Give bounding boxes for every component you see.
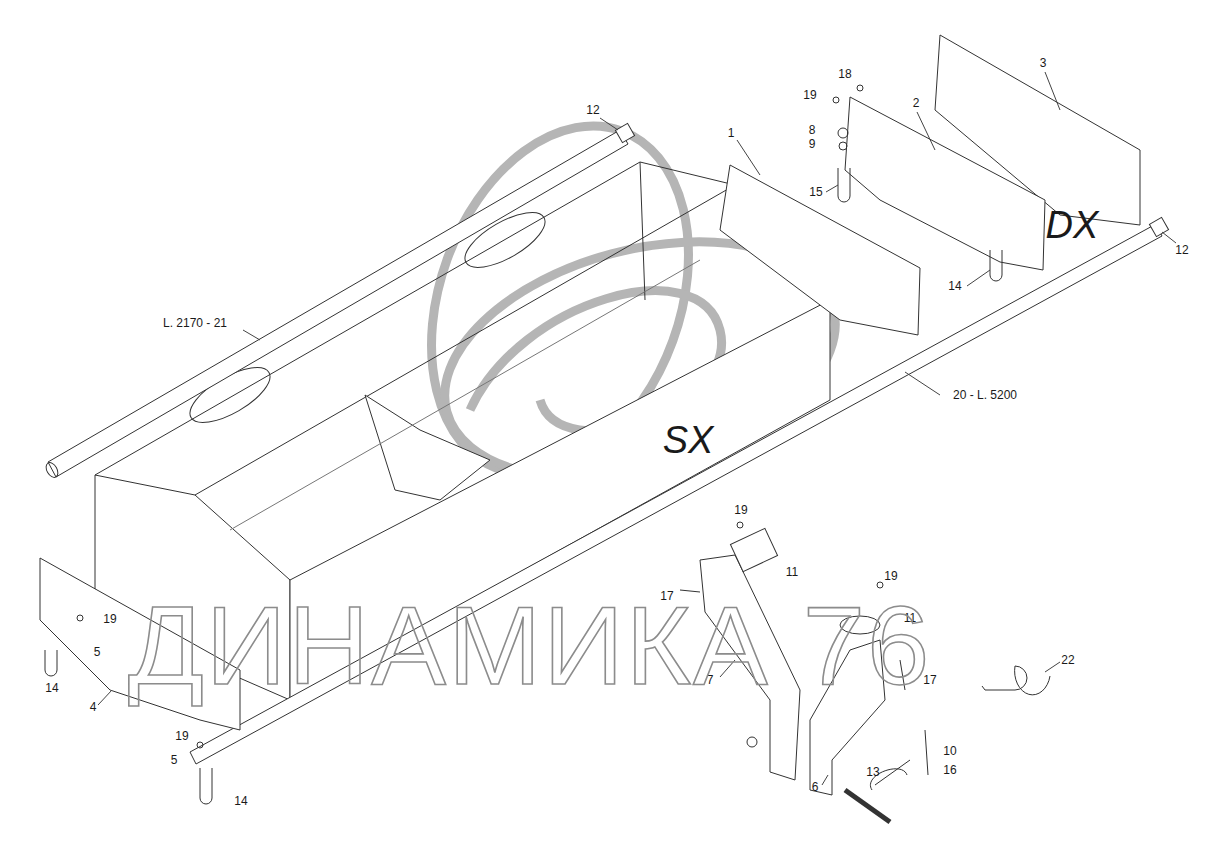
callout-number: 11 [786, 566, 798, 578]
callout-number: 19 [103, 613, 116, 625]
callout-number: 18 [838, 68, 851, 80]
hardware [45, 85, 1050, 804]
callout-number: 15 [809, 186, 822, 198]
callout-number: 19 [734, 504, 747, 516]
callout-number: 14 [45, 682, 58, 694]
side-mark: SX [663, 421, 714, 459]
callout-number: 16 [943, 764, 956, 776]
callout-number: 13 [866, 766, 879, 778]
callout-number: 22 [1061, 654, 1074, 666]
callout-number: 19 [803, 89, 816, 101]
callout-number: 14 [948, 280, 961, 292]
leader-lines [98, 72, 1176, 785]
callout-number: 20 - L. 5200 [953, 389, 1017, 401]
callout-number: 10 [943, 745, 956, 757]
callout-number: 2 [913, 97, 920, 109]
callout-number: 6 [812, 781, 819, 793]
callout-number: 9 [809, 138, 816, 150]
watermark: ДИНАМИКА 76 [128, 590, 931, 702]
callout-number: 4 [90, 701, 97, 713]
callout-number: 1 [728, 127, 735, 139]
callout-number: 19 [175, 730, 188, 742]
callout-number: 5 [171, 754, 178, 766]
callout-number: 8 [809, 124, 816, 136]
side-plates [40, 35, 1140, 730]
callout-number: 12 [586, 104, 599, 116]
side-mark: DX [1046, 206, 1099, 244]
callout-number: 3 [1040, 57, 1047, 69]
callout-number: 5 [94, 646, 101, 658]
callout-number: 14 [234, 795, 247, 807]
callout-number: L. 2170 - 21 [163, 317, 227, 329]
callout-number: 12 [1175, 244, 1188, 256]
callout-number: 19 [884, 570, 897, 582]
